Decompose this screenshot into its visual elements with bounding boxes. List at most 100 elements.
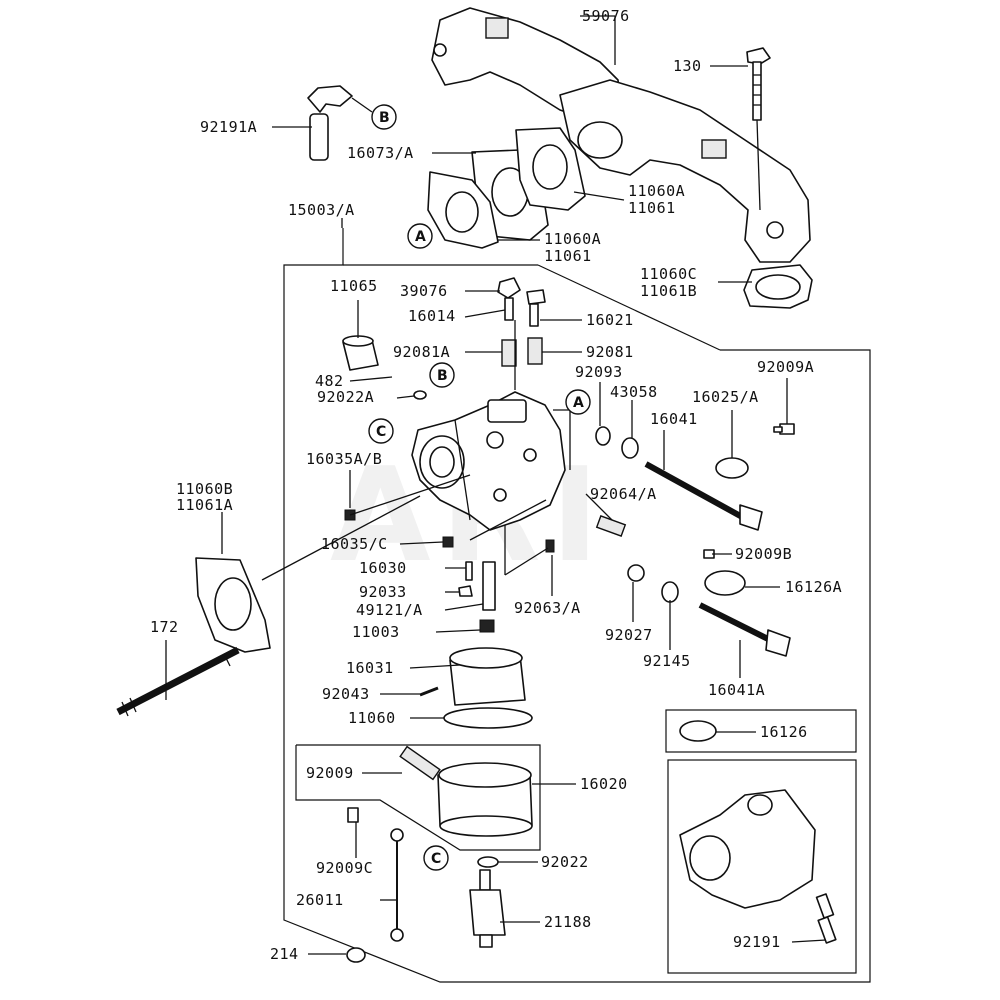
part-labels: 59076 130 92191A 16073/A 11060A 11061 15…: [150, 7, 842, 963]
svg-text:C: C: [376, 424, 386, 440]
svg-text:C: C: [431, 851, 441, 867]
label-16030: 16030: [359, 559, 407, 577]
svg-text:B: B: [437, 368, 448, 384]
intake-manifold: [431, 7, 811, 263]
svg-text:B: B: [379, 110, 390, 126]
gasket-11060c: [743, 264, 813, 309]
label-92033: 92033: [359, 583, 407, 601]
pin-92043: [419, 686, 439, 697]
ref-b-top: B: [371, 104, 397, 130]
svg-text:A: A: [415, 229, 426, 245]
gasket-11060a-lower: [427, 171, 499, 249]
label-92064a: 92064/A: [590, 485, 657, 503]
gasket-11060: [443, 707, 533, 729]
throttle-shaft: [698, 602, 791, 657]
screw-92009: [399, 745, 441, 781]
label-92022: 92022: [541, 853, 589, 871]
detail-box-16126: [665, 709, 857, 753]
label-92145: 92145: [643, 652, 691, 670]
jet-16035c: [442, 536, 454, 548]
ref-b-carb: B: [429, 362, 455, 388]
screw-214: [346, 947, 366, 963]
solenoid-21188: [469, 869, 506, 948]
label-21188: 21188: [544, 913, 592, 931]
label-11061-lower: 11061: [544, 247, 592, 265]
label-16021: 16021: [586, 311, 634, 329]
label-16035ab: 16035A/B: [306, 450, 382, 468]
label-92063a: 92063/A: [514, 599, 581, 617]
label-11061b: 11061B: [640, 282, 697, 300]
label-16035c: 16035/C: [321, 535, 388, 553]
o-ring-92093: [595, 426, 611, 446]
spring-92063a: [545, 539, 555, 553]
label-92191: 92191: [733, 933, 781, 951]
label-16041a: 16041A: [708, 681, 765, 699]
label-49121a: 49121/A: [356, 601, 423, 619]
needle-parts: [458, 561, 496, 633]
label-16073a: 16073/A: [347, 144, 414, 162]
choke-shaft: [644, 461, 763, 531]
washer-92022a: [413, 390, 427, 400]
detail-box-92191: [667, 759, 857, 974]
ref-c-carb: C: [368, 418, 394, 444]
washer-92027: [627, 564, 645, 582]
cap-11065: [342, 335, 379, 371]
throttle-plate-16126a: [704, 570, 746, 596]
gasket-11060a-upper: [515, 127, 586, 211]
label-92022a: 92022A: [317, 388, 374, 406]
label-59076: 59076: [582, 7, 630, 25]
label-11060: 11060: [348, 709, 396, 727]
label-39076: 39076: [400, 282, 448, 300]
label-16126a: 16126A: [785, 578, 842, 596]
throttle-plate-16126: [679, 720, 717, 742]
leader-lines: [165, 15, 827, 955]
label-11003: 11003: [352, 623, 400, 641]
label-92027: 92027: [605, 626, 653, 644]
choke-plate: [715, 457, 749, 479]
label-130: 130: [673, 57, 702, 75]
gasket-11060b: [195, 557, 271, 653]
label-43058: 43058: [610, 383, 658, 401]
label-11060a-upper: 11060A: [628, 182, 685, 200]
label-92009: 92009: [306, 764, 354, 782]
elbow-pipe: [307, 85, 353, 161]
carburetor-detail: [679, 789, 837, 944]
label-92009c: 92009C: [316, 859, 373, 877]
ref-c-link: C: [423, 845, 449, 871]
spring-92145: [661, 581, 679, 603]
label-11060c: 11060C: [640, 265, 697, 283]
label-92081: 92081: [586, 343, 634, 361]
svg-text:A: A: [573, 395, 584, 411]
label-16020: 16020: [580, 775, 628, 793]
label-11065: 11065: [330, 277, 378, 295]
label-92191a: 92191A: [200, 118, 257, 136]
label-11060b: 11060B: [176, 480, 233, 498]
label-482: 482: [315, 372, 344, 390]
float-bowl-16020: [437, 762, 533, 837]
label-11061-upper: 11061: [628, 199, 676, 217]
bowl-frame: [295, 744, 541, 851]
pilot-screw-parts: [497, 277, 546, 367]
label-92009a: 92009A: [757, 358, 814, 376]
label-92043: 92043: [322, 685, 370, 703]
idle-screw-92064a: [595, 515, 627, 537]
ref-a-top: A: [407, 223, 433, 249]
bolt-130: [746, 47, 771, 211]
washer-92022: [477, 856, 499, 868]
label-214: 214: [270, 945, 299, 963]
stud-172: [116, 646, 240, 717]
label-15003a: 15003/A: [288, 201, 355, 219]
label-16041: 16041: [650, 410, 698, 428]
label-92081a: 92081A: [393, 343, 450, 361]
screw-92009c: [347, 807, 359, 823]
label-92009b: 92009B: [735, 545, 792, 563]
carburetor-body: [411, 391, 566, 531]
label-16126: 16126: [760, 723, 808, 741]
label-26011: 26011: [296, 891, 344, 909]
label-172: 172: [150, 618, 179, 636]
label-16031: 16031: [346, 659, 394, 677]
label-92093: 92093: [575, 363, 623, 381]
screw-92009a: [773, 423, 795, 435]
float-16031: [449, 647, 526, 706]
